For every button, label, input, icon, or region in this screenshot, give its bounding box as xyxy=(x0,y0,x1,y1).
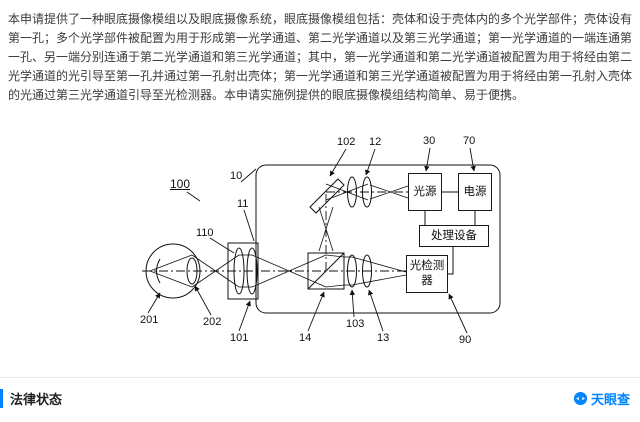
fold-mirror xyxy=(309,178,345,214)
ref-label-100: 100 xyxy=(170,177,191,191)
ref-label-102: 102 xyxy=(337,136,356,148)
power-supply-box: 电源 xyxy=(458,173,492,211)
light-detector-box: 光检测器 xyxy=(406,255,448,293)
ref-label-90: 90 xyxy=(459,334,472,346)
ref-label-202: 202 xyxy=(203,316,222,328)
patent-figure: 100 10 11 110 201 202 101 14 103 13 90 1… xyxy=(140,135,540,363)
ref-label-30: 30 xyxy=(423,135,436,147)
ref-label-11: 11 xyxy=(237,198,249,210)
ref-label-12: 12 xyxy=(369,136,382,148)
patent-figure-drawing xyxy=(142,147,501,334)
patent-abstract-text: 本申请提供了一种眼底摄像模组以及眼底摄像系统，眼底摄像模组包括：壳体和设于壳体内… xyxy=(8,12,633,102)
tianyancha-brand-text: 天眼查 xyxy=(590,392,630,407)
ref-label-103: 103 xyxy=(346,318,365,330)
ref-label-13: 13 xyxy=(377,332,390,344)
light-source-box: 光源 xyxy=(408,173,442,211)
block-connectors xyxy=(424,191,476,275)
tianyancha-eye-icon xyxy=(573,391,588,406)
ref-label-201: 201 xyxy=(140,314,159,326)
ref-label-101: 101 xyxy=(230,332,249,344)
legal-status-header-row: 法律状态 天眼查 xyxy=(0,378,640,408)
ref-label-14: 14 xyxy=(299,332,312,344)
processing-device-box: 处理设备 xyxy=(419,225,489,247)
tianyancha-logo[interactable]: 天眼查 xyxy=(573,389,630,408)
optical-axes xyxy=(142,191,408,272)
ref-label-70: 70 xyxy=(463,135,476,147)
label-leader-lines xyxy=(147,147,476,334)
lens-elements xyxy=(233,176,372,295)
ray-traces xyxy=(149,183,409,288)
legal-status-title: 法律状态 xyxy=(0,389,62,408)
section-divider xyxy=(0,377,640,378)
ref-label-10: 10 xyxy=(230,170,243,182)
ref-label-110: 110 xyxy=(196,227,214,239)
